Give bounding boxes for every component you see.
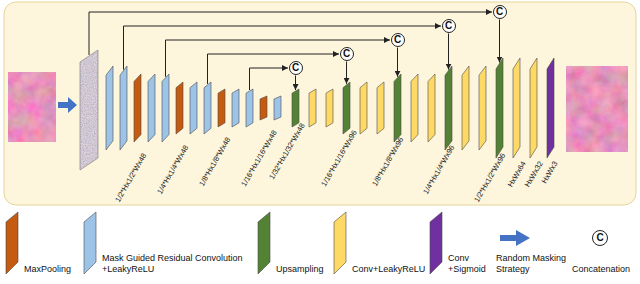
concat-symbol: C <box>445 21 452 31</box>
maxpool-layer <box>260 96 267 120</box>
concat-output-arrow <box>397 48 398 77</box>
legend-circle-sample <box>593 231 608 246</box>
concat-symbol: C <box>343 49 350 59</box>
legend-text: Concatenation <box>572 264 630 274</box>
legend-text: Conv+LeakyReLU <box>352 264 425 274</box>
legend-arrow-sample <box>500 230 530 246</box>
legend-text: Random Masking Strategy <box>496 253 568 274</box>
concat-circle: C <box>442 19 456 33</box>
residual-conv-layer <box>232 89 239 127</box>
maxpool-layer <box>218 89 225 127</box>
residual-conv-layer <box>246 89 253 127</box>
skip-line <box>89 12 492 55</box>
legend-swatch <box>334 212 346 274</box>
residual-conv-layer <box>204 82 211 134</box>
residual-conv-layer <box>106 66 113 150</box>
conv-layer <box>411 74 418 142</box>
upsampling-layer <box>394 74 401 142</box>
concat-output-arrow <box>295 76 296 91</box>
legend-text: Conv +Sigmoid <box>448 253 490 274</box>
upsampling-layer <box>445 66 452 150</box>
concat-output-arrow <box>448 34 449 70</box>
skip-connections <box>89 12 500 90</box>
concat-output-arrow <box>346 62 347 84</box>
conv-layer <box>479 66 486 150</box>
legend-swatch <box>258 212 270 274</box>
legend-swatch <box>84 212 96 274</box>
masked-noise <box>76 46 102 174</box>
layers <box>106 58 554 158</box>
concat-output-arrow <box>499 20 500 63</box>
conv-layer <box>513 58 520 158</box>
upsampling-layer <box>343 82 350 134</box>
upsampling-layer <box>292 89 299 127</box>
residual-conv-layer <box>162 74 169 142</box>
residual-conv-layer <box>148 74 155 142</box>
concat-circle: C <box>391 33 405 47</box>
masked-image <box>76 46 102 174</box>
skip-line <box>124 26 442 70</box>
masking-arrow <box>58 97 77 113</box>
residual-conv-layer <box>274 96 281 120</box>
background-panel <box>4 2 636 205</box>
concat-symbol: C <box>292 63 299 73</box>
maxpool-layer <box>134 74 141 142</box>
skip-line <box>250 68 289 90</box>
concat-symbol: C <box>593 231 607 245</box>
concat-circle: C <box>289 61 303 75</box>
residual-conv-layer <box>120 66 127 150</box>
conv-layer <box>326 89 333 127</box>
maxpool-layer <box>176 82 183 134</box>
conv-layer <box>462 66 469 150</box>
conv-layer <box>309 89 316 127</box>
conv-layer <box>377 82 384 134</box>
upsampling-layer <box>496 58 503 158</box>
concat-symbol: C <box>496 7 503 17</box>
input-image <box>8 72 56 142</box>
masked-image-border <box>80 50 98 170</box>
concat-symbol: C <box>394 35 401 45</box>
residual-conv-layer <box>190 82 197 134</box>
concat-circle: C <box>493 5 507 19</box>
conv-layer <box>360 82 367 134</box>
output-image <box>566 66 628 152</box>
legend-text: Mask Guided Residual Convolution +LeakyR… <box>102 253 252 274</box>
skip-line <box>208 54 340 84</box>
conv-layer <box>428 74 435 142</box>
legend-text: MaxPooling <box>24 264 71 274</box>
legend-swatch <box>430 212 442 274</box>
legend-text: Upsampling <box>276 264 324 274</box>
sigmoid-conv-layer <box>547 58 554 158</box>
legend-swatch <box>6 212 18 274</box>
concat-circle: C <box>340 47 354 61</box>
skip-line <box>166 40 391 77</box>
conv-layer <box>530 58 537 158</box>
legend-swatches <box>6 212 442 274</box>
